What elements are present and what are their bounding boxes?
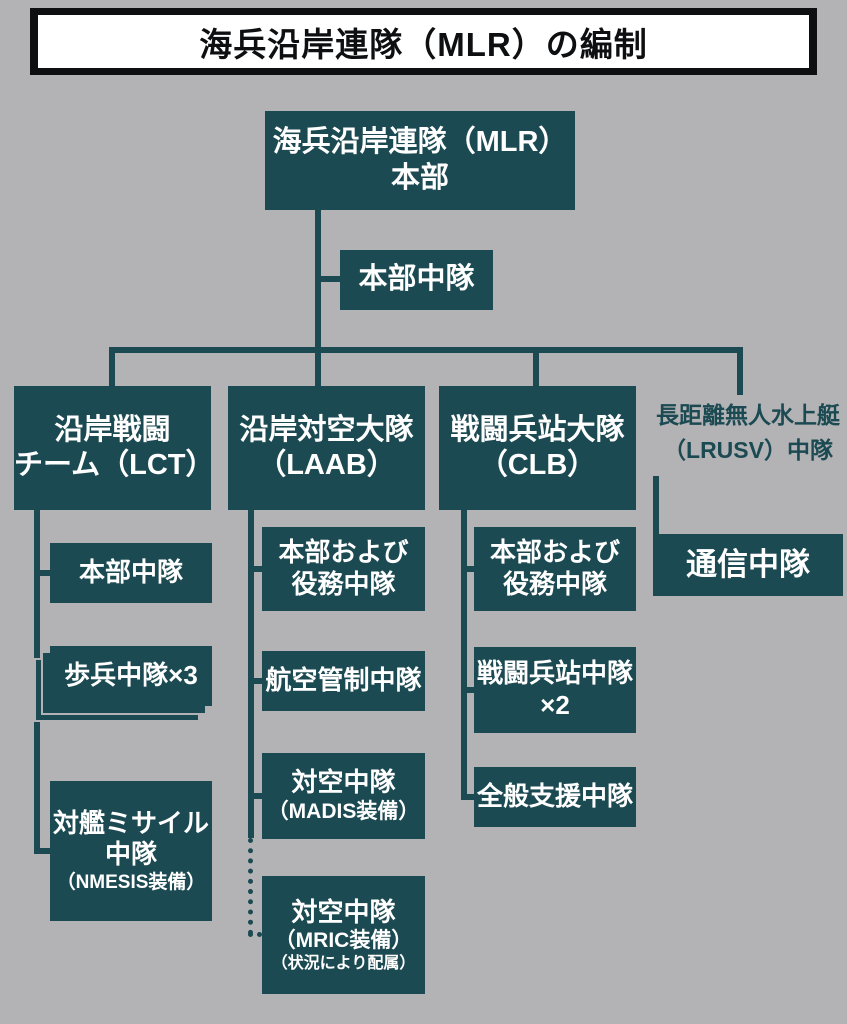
connector-lct-stub-3 (34, 848, 50, 854)
node-label-subline: （NMESIS装備） (56, 872, 206, 894)
node-clb-combat-logistics-companies: 戦闘兵站中隊 ×2 (474, 647, 636, 733)
node-clb-general-support-company: 全般支援中隊 (474, 767, 636, 827)
connector-clb-stub-2 (461, 687, 474, 693)
node-label-line: 本部および (489, 537, 620, 568)
node-label-line: 全般支援中隊 (476, 781, 633, 812)
column-header-laab: 沿岸対空大隊 （LAAB） (228, 386, 425, 510)
connector-main-horizontal (109, 347, 743, 353)
node-label-line: 役務中隊 (502, 569, 607, 599)
node-label-line: 海兵沿岸連隊（MLR） (272, 126, 568, 159)
node-label-line: （CLB） (478, 449, 597, 481)
node-label-line: （LRUSV）中隊 (663, 436, 833, 463)
node-clb-hq-service-company: 本部および 役務中隊 (474, 527, 636, 611)
connector-hq-company-stub (315, 276, 343, 282)
node-label-line: 中隊 (104, 839, 157, 870)
connector-laab-stub-1 (248, 566, 262, 572)
connector-lct-stub-1 (34, 570, 50, 576)
node-laab-hq-service-company: 本部および 役務中隊 (262, 527, 425, 611)
node-mlr-headquarters: 海兵沿岸連隊（MLR） 本部 (265, 111, 575, 210)
node-label-line: 通信中隊 (686, 547, 810, 583)
connector-drop-clb (533, 347, 539, 389)
title-bar: 海兵沿岸連隊（MLR）の編制 (30, 8, 817, 75)
node-label-line: 戦闘兵站中隊 (476, 658, 633, 689)
column-header-lct: 沿岸戦闘 チーム（LCT） (14, 386, 215, 510)
node-label-line: （LAAB） (257, 449, 396, 481)
connector-drop-lrusv (737, 347, 743, 395)
node-label-line: 本部 (390, 161, 449, 194)
node-label-subline: （MRIC装備） (274, 929, 413, 953)
node-lct-infantry-companies: 歩兵中隊×3 (50, 646, 212, 706)
node-laab-air-control-company: 航空管制中隊 (262, 651, 425, 711)
page-title: 海兵沿岸連隊（MLR）の編制 (38, 15, 809, 68)
connector-laab-dotted-stub (248, 932, 262, 937)
connector-clb-stub-1 (461, 566, 474, 572)
connector-laab-stub-3 (248, 793, 262, 799)
node-label-line: ×2 (540, 690, 570, 720)
node-label-line: 本部中隊 (78, 557, 183, 588)
node-label-line: 対艦ミサイル (52, 807, 209, 838)
node-label-line: 戦闘兵站大隊 (450, 413, 625, 446)
connector-lrusv-spine (653, 476, 659, 566)
node-laab-antiair-company-madis: 対空中隊 （MADIS装備） (262, 753, 425, 839)
node-label-line: 歩兵中隊×3 (64, 660, 198, 691)
node-headquarters-company: 本部中隊 (340, 250, 493, 310)
node-label-line: 役務中隊 (291, 569, 396, 599)
node-label-line: 沿岸対空大隊 (239, 413, 414, 446)
connector-laab-stub-2 (248, 678, 262, 684)
node-lct-hq-company: 本部中隊 (50, 543, 212, 603)
node-laab-antiair-company-mric: 対空中隊 （MRIC装備） （状況により配属） (262, 876, 425, 994)
node-label-line: 本部および (278, 537, 409, 568)
connector-laab-spine (248, 510, 254, 838)
connector-clb-spine (461, 510, 467, 797)
node-communications-company: 通信中隊 (653, 534, 843, 596)
node-label-line: 対空中隊 (291, 896, 396, 927)
connector-clb-stub-3 (461, 794, 474, 800)
node-label-line: 航空管制中隊 (265, 665, 422, 696)
node-label-line: 長距離無人水上艇 (656, 402, 840, 428)
node-lct-antiship-missile-company: 対艦ミサイル 中隊 （NMESIS装備） (50, 781, 212, 921)
column-header-clb: 戦闘兵站大隊 （CLB） (439, 386, 636, 510)
column-header-lrusv: 長距離無人水上艇 （LRUSV）中隊 (650, 398, 846, 467)
connector-drop-lct (109, 347, 115, 389)
node-label-line: 沿岸戦闘 (54, 413, 171, 446)
node-label-line: 本部中隊 (358, 263, 475, 296)
connector-trunk (315, 210, 321, 388)
node-label-line: チーム（LCT） (14, 449, 215, 481)
node-label-subline: （MADIS装備） (267, 800, 420, 824)
node-label-subline: （状況により配属） (271, 954, 416, 972)
node-label-line: 対空中隊 (291, 767, 396, 798)
connector-laab-dotted-spine (248, 838, 253, 935)
